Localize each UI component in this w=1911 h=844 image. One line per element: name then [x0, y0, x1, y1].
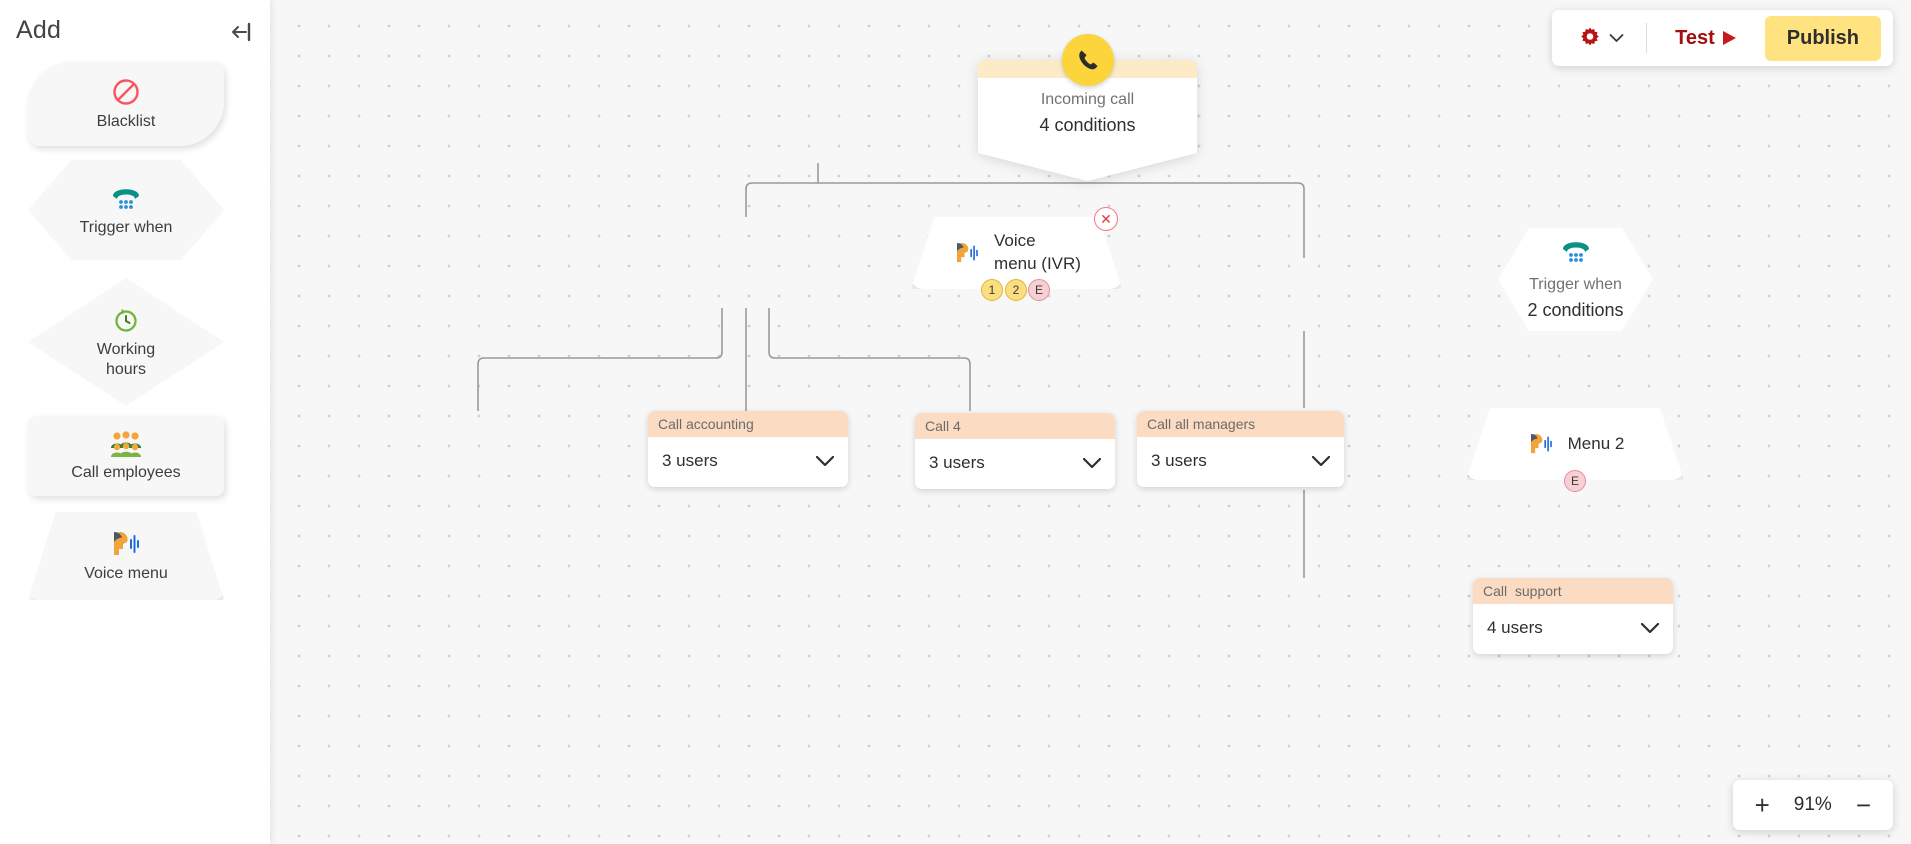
palette-item-label: Blacklist	[96, 112, 156, 130]
palette-item-call-employees[interactable]: Call employees	[28, 416, 224, 496]
node-port-2[interactable]: 2	[1005, 279, 1027, 301]
card-call-4[interactable]: Call 4 3 users	[915, 413, 1115, 489]
palette-item-voice-menu[interactable]: Voice menu	[28, 512, 224, 600]
no-entry-icon	[111, 77, 141, 107]
card-call-all-managers[interactable]: Call all managers 3 users	[1137, 411, 1344, 487]
gear-icon	[1578, 26, 1602, 50]
close-circle-icon[interactable]: ✕	[1094, 207, 1118, 231]
connector-wires	[477, 163, 1305, 578]
palette-item-label: Trigger when	[79, 218, 173, 236]
card-value: 3 users	[929, 453, 985, 472]
chevron-down-icon	[1082, 457, 1102, 469]
collapse-left-icon[interactable]	[226, 18, 254, 46]
speaking-head-icon	[952, 239, 982, 267]
node-port-e[interactable]: E	[1028, 279, 1050, 301]
node-title: 4 conditions	[1039, 115, 1136, 135]
chevron-down-icon	[815, 455, 835, 467]
node-menu-2[interactable]: Menu 2 E	[1466, 408, 1684, 492]
zoom-control: + 91% −	[1732, 780, 1893, 830]
palette-sidebar: Add Blacklist	[0, 0, 270, 844]
clock-restore-icon	[111, 305, 141, 335]
zoom-out-button[interactable]: −	[1855, 790, 1871, 820]
speaking-head-icon	[1526, 430, 1556, 458]
toolbar-divider	[1646, 23, 1648, 53]
sidebar-header: Add	[0, 0, 270, 62]
card-users-dropdown[interactable]: 3 users	[915, 439, 1115, 489]
flow-canvas[interactable]: Incoming call 4 conditions ✕	[270, 0, 1911, 844]
test-button[interactable]: Test	[1655, 27, 1757, 50]
card-value: 3 users	[1151, 451, 1207, 470]
zoom-level-label: 91%	[1793, 794, 1832, 815]
zoom-in-button[interactable]: +	[1754, 790, 1770, 820]
palette-item-label: Working hours	[96, 340, 156, 378]
card-call-support[interactable]: Call support 4 users	[1473, 578, 1673, 654]
card-users-dropdown[interactable]: 4 users	[1473, 604, 1673, 654]
telephone-icon	[109, 183, 143, 213]
telephone-icon	[1559, 236, 1593, 266]
test-button-label: Test	[1675, 26, 1715, 49]
card-value: 4 users	[1487, 618, 1543, 637]
chevron-down-icon	[1609, 33, 1624, 43]
speaking-head-icon	[108, 529, 144, 559]
card-users-dropdown[interactable]: 3 users	[648, 437, 848, 487]
card-header: Call accounting	[648, 411, 848, 437]
publish-button[interactable]: Publish	[1764, 15, 1881, 61]
card-header: Call all managers	[1137, 411, 1344, 437]
node-incoming-call[interactable]: Incoming call 4 conditions	[978, 34, 1197, 181]
people-group-icon	[109, 430, 143, 458]
card-header: Call 4	[915, 413, 1115, 439]
card-call-accounting[interactable]: Call accounting 3 users	[648, 411, 848, 487]
node-subtitle: Incoming call	[1040, 91, 1135, 108]
palette-item-working-hours[interactable]: Working hours	[28, 278, 224, 406]
node-label: Menu 2	[1567, 433, 1625, 453]
page-title: Add	[16, 16, 62, 44]
play-icon	[1722, 30, 1737, 46]
node-voice-menu-ivr[interactable]: ✕ Voice menu (IVR) 1 2 E	[911, 207, 1122, 301]
node-subtitle: Trigger when	[1529, 275, 1622, 293]
node-body: Incoming call 4 conditions	[978, 78, 1197, 153]
chevron-down-icon	[1311, 455, 1331, 467]
palette-item-blacklist[interactable]: Blacklist	[28, 62, 224, 146]
palette-item-trigger-when[interactable]: Trigger when	[28, 160, 224, 260]
node-trigger-when[interactable]: Trigger when 2 conditions	[1498, 228, 1653, 331]
node-port-e[interactable]: E	[1564, 470, 1586, 492]
chevron-down-icon	[1640, 622, 1660, 634]
node-title: 2 conditions	[1527, 299, 1624, 320]
settings-menu-button[interactable]	[1564, 26, 1638, 50]
palette-item-label: Call employees	[71, 463, 181, 481]
card-value: 3 users	[662, 451, 718, 470]
node-port-1[interactable]: 1	[981, 279, 1003, 301]
phone-handset-icon	[1061, 34, 1114, 86]
canvas-toolbar: Test Publish	[1552, 10, 1893, 66]
node-label: Voice menu (IVR)	[994, 231, 1081, 273]
node-bottom-notch	[978, 153, 1197, 181]
palette-item-label: Voice menu	[84, 564, 168, 582]
card-header: Call support	[1473, 578, 1673, 604]
card-users-dropdown[interactable]: 3 users	[1137, 437, 1344, 487]
